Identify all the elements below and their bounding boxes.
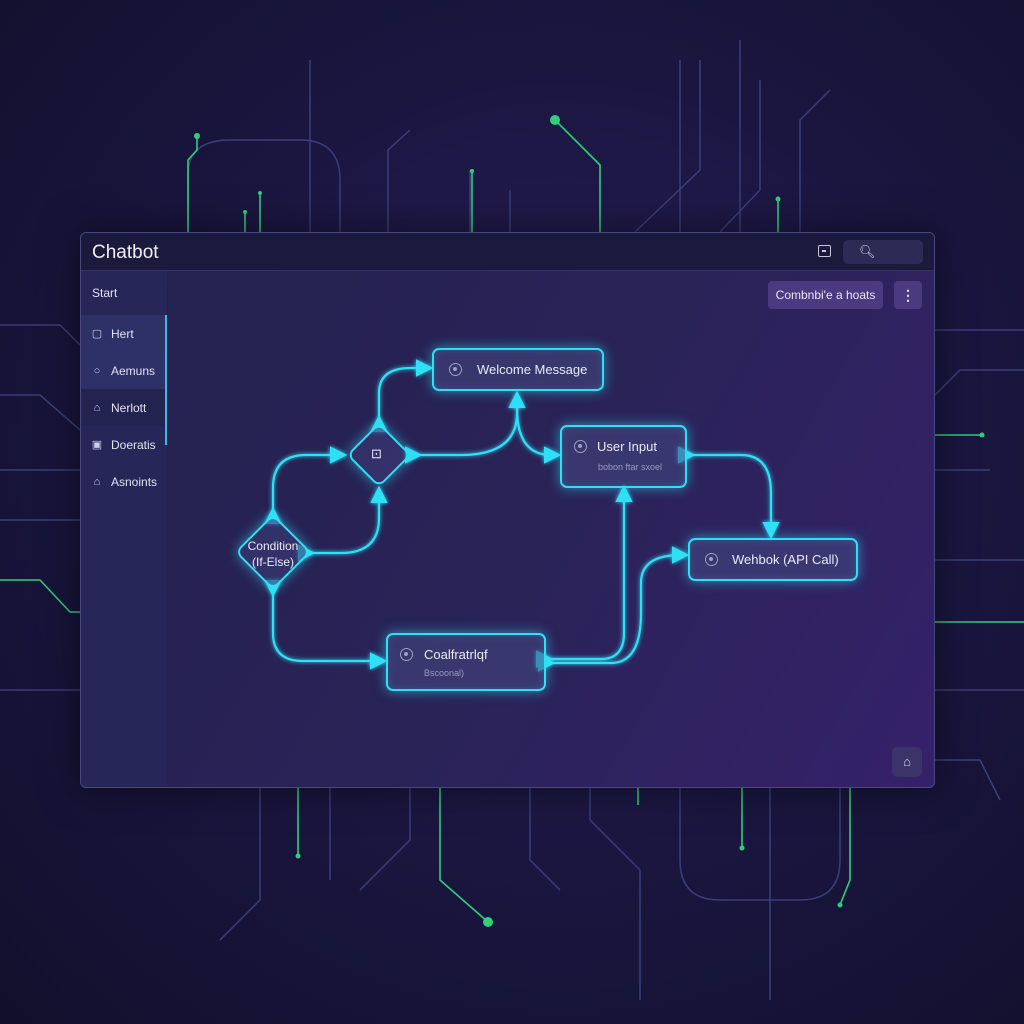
combine-button[interactable]: Combnbi'e a hoats xyxy=(768,281,883,309)
edge xyxy=(297,485,388,562)
edge xyxy=(677,446,780,540)
home-button[interactable]: ⌂ xyxy=(892,747,922,777)
image-icon: ▣ xyxy=(91,439,103,451)
sidebar-item-nerlott[interactable]: ⌂ Nerlott xyxy=(81,389,167,426)
node-condition-label: Condition(If-Else) xyxy=(247,539,299,569)
more-options-button[interactable]: ⋮ xyxy=(894,281,922,309)
edge xyxy=(535,484,633,668)
sidebar-start[interactable]: Start xyxy=(92,286,118,300)
camera-icon: ⊡ xyxy=(371,446,382,461)
bot-icon: ⌂ xyxy=(93,401,101,414)
edge xyxy=(264,446,348,525)
radio-icon xyxy=(400,648,413,661)
home-icon: ⌂ xyxy=(903,754,911,769)
node-sublabel: bobon ftar sxoel xyxy=(598,462,663,472)
window-title: Chatbot xyxy=(92,242,159,263)
node-label: Coalfratrlqf xyxy=(424,647,488,662)
node-label: User Input xyxy=(597,439,657,454)
node-user-input[interactable]: User Input bobon ftar sxoel xyxy=(560,425,687,488)
sidebar-item-label: Aemuns xyxy=(111,363,156,378)
edge xyxy=(370,359,434,433)
pin-icon: ○ xyxy=(93,364,101,377)
edge xyxy=(537,546,690,672)
search-icon: 🔍︎ xyxy=(859,244,876,259)
edge xyxy=(264,579,388,670)
sidebar-item-label: Nerlott xyxy=(111,400,147,415)
sidebar-item-doeratis[interactable]: ▣ Doeratis xyxy=(81,426,167,463)
title-bar: Chatbot 🔍︎ xyxy=(81,233,934,271)
flow-connections xyxy=(264,359,780,672)
node-sublabel: Bscoonal) xyxy=(424,668,465,678)
edge xyxy=(404,390,526,464)
node-welcome-message[interactable]: Welcome Message xyxy=(432,348,604,391)
node-label: Welcome Message xyxy=(477,362,588,377)
radio-icon xyxy=(449,363,462,376)
sidebar: Start ▢ Hert ○ Aemuns ⌂ Nerlott ▣ Doeratis ⌂… xyxy=(81,271,167,787)
node-webhook[interactable]: Wehbok (API Call) xyxy=(688,538,858,581)
folder-icon: ▢ xyxy=(91,328,103,340)
sidebar-item-hert[interactable]: ▢ Hert xyxy=(81,315,167,352)
minimize-icon[interactable] xyxy=(818,245,831,257)
sidebar-item-label: Doeratis xyxy=(111,437,156,452)
node-label: Wehbok (API Call) xyxy=(732,552,839,567)
sidebar-item-asnoints[interactable]: ⌂ Asnoints xyxy=(81,463,167,500)
radio-icon xyxy=(705,553,718,566)
node-bottom[interactable]: Coalfratrlqf Bscoonal) xyxy=(386,633,546,691)
sidebar-item-label: Asnoints xyxy=(111,474,158,489)
home-icon: ⌂ xyxy=(93,475,101,488)
sidebar-scrollbar[interactable] xyxy=(165,315,167,445)
radio-icon xyxy=(574,440,587,453)
app-window: Chatbot 🔍︎ Start ▢ Hert ○ Aemuns ⌂ Nerlott … xyxy=(80,232,935,788)
search-button[interactable]: 🔍︎ xyxy=(843,240,923,264)
sidebar-item-label: Hert xyxy=(111,326,134,341)
edge xyxy=(515,407,562,464)
sidebar-item-aemuns[interactable]: ○ Aemuns xyxy=(81,352,167,389)
